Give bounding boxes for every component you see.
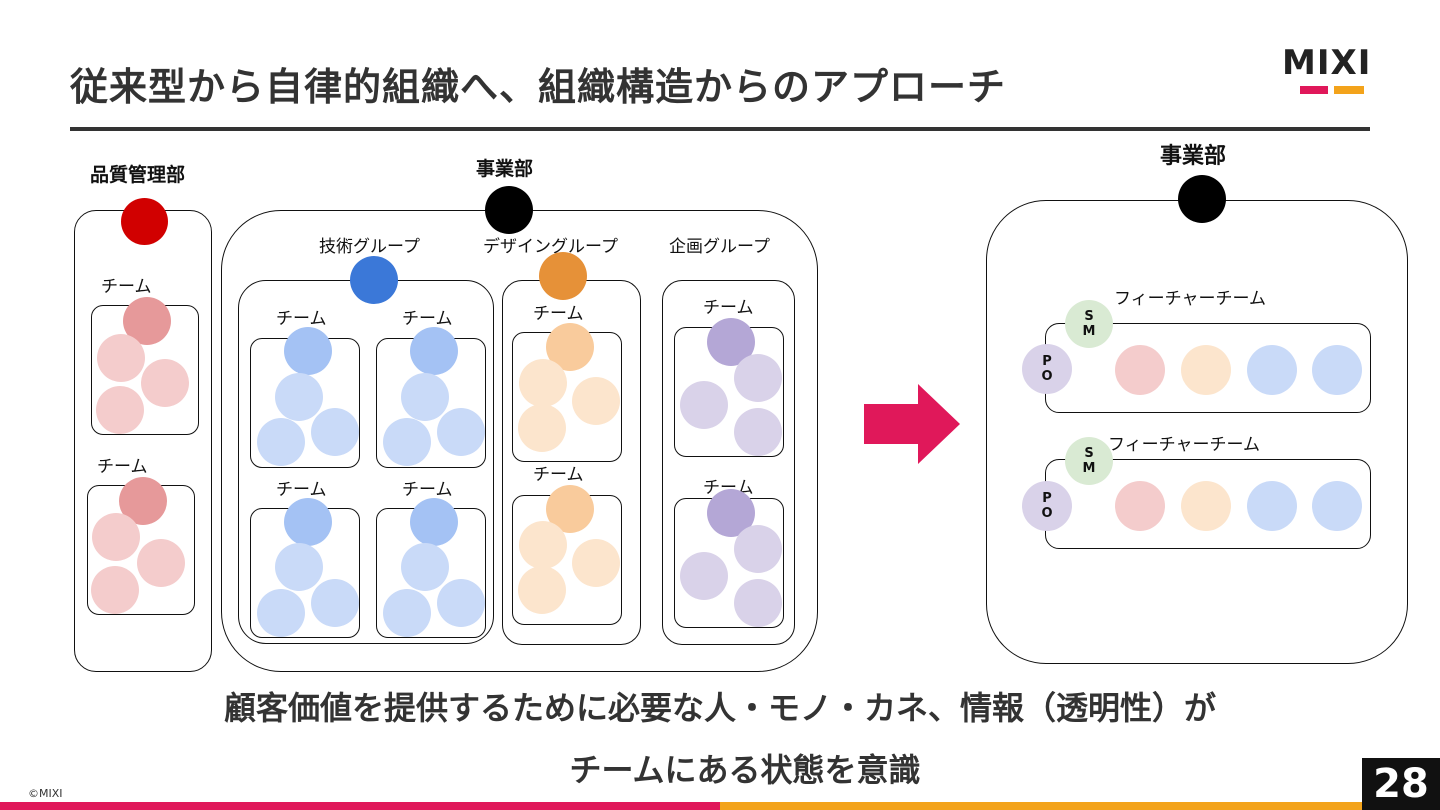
scrum-master-badge: S M	[1065, 300, 1113, 348]
team-member	[734, 408, 782, 456]
team-member	[137, 539, 185, 587]
sm-letter: S	[1084, 309, 1094, 324]
summary-line-1: 顧客価値を提供するために必要な人・モノ・カネ、情報（透明性）が	[223, 689, 1216, 727]
team-member	[275, 543, 323, 591]
team-member	[680, 552, 728, 600]
team-member	[519, 521, 567, 569]
tech-group-label: 技術グループ	[319, 237, 420, 257]
po-letter: P	[1042, 354, 1052, 369]
team-label: チーム	[402, 309, 453, 329]
team-member	[96, 386, 144, 434]
team-member	[311, 408, 359, 456]
team-member	[572, 377, 620, 425]
arrow-shape	[864, 384, 960, 464]
logo-bar-pink	[1300, 86, 1328, 94]
team-member	[518, 404, 566, 452]
design-group-node	[539, 252, 587, 300]
team-label: チーム	[97, 457, 148, 477]
feature-team-member	[1247, 345, 1297, 395]
design-group-label: デザイングループ	[483, 237, 618, 257]
team-label: チーム	[276, 309, 327, 329]
team-member	[275, 373, 323, 421]
feature-team-label: フィーチャーチーム	[1108, 435, 1260, 455]
quality-dept-label: 品質管理部	[90, 164, 186, 186]
mixi-logo: MIXI	[1282, 46, 1382, 96]
team-member	[437, 408, 485, 456]
feature-team-label: フィーチャーチーム	[1114, 289, 1266, 309]
team-lead-member	[410, 498, 458, 546]
team-member	[572, 539, 620, 587]
page-number: 28	[1362, 758, 1440, 810]
team-member	[141, 359, 189, 407]
copyright: ©MIXI	[28, 787, 63, 800]
team-label: チーム	[533, 465, 584, 485]
team-member	[91, 566, 139, 614]
team-label: チーム	[276, 480, 327, 500]
feature-team-member	[1115, 345, 1165, 395]
business-dept-label: 事業部	[476, 158, 534, 180]
team-member	[734, 354, 782, 402]
team-member	[734, 579, 782, 627]
team-lead-member	[410, 327, 458, 375]
quality-dept-node	[121, 198, 168, 245]
team-member	[401, 373, 449, 421]
team-member	[257, 589, 305, 637]
business-dept-node	[485, 186, 533, 234]
team-member	[518, 566, 566, 614]
team-label: チーム	[703, 298, 754, 318]
team-member	[734, 525, 782, 573]
product-owner-badge: P O	[1022, 481, 1072, 531]
team-member	[383, 418, 431, 466]
plan-group-box	[662, 280, 795, 645]
team-member	[97, 334, 145, 382]
team-member	[401, 543, 449, 591]
feature-team-member	[1247, 481, 1297, 531]
feature-team-member	[1181, 345, 1231, 395]
sm-letter: M	[1082, 324, 1096, 339]
team-member	[437, 579, 485, 627]
page-title: 従来型から自律的組織へ、組織構造からのアプローチ	[70, 65, 1007, 109]
feature-team-member	[1312, 345, 1362, 395]
feature-team-member	[1115, 481, 1165, 531]
team-label: チーム	[533, 304, 584, 324]
team-label: チーム	[402, 480, 453, 500]
product-owner-badge: P O	[1022, 344, 1072, 394]
team-member	[311, 579, 359, 627]
team-member	[92, 513, 140, 561]
feature-team-member	[1181, 481, 1231, 531]
team-member	[257, 418, 305, 466]
sm-letter: S	[1084, 446, 1094, 461]
footer-bar-pink	[0, 802, 720, 810]
team-member	[680, 381, 728, 429]
team-lead-member	[284, 498, 332, 546]
team-member	[383, 589, 431, 637]
feature-team-member	[1312, 481, 1362, 531]
title-rule	[70, 127, 1370, 131]
scrum-master-badge: S M	[1065, 437, 1113, 485]
plan-group-label: 企画グループ	[669, 237, 770, 257]
team-label: チーム	[101, 277, 152, 297]
logo-bar-orange	[1334, 86, 1364, 94]
logo-text: MIXI	[1282, 43, 1372, 83]
team-member	[519, 359, 567, 407]
tech-group-node	[350, 256, 398, 304]
sm-letter: M	[1082, 461, 1096, 476]
right-business-dept-label: 事業部	[1160, 144, 1227, 169]
footer-bar-orange	[720, 802, 1440, 810]
po-letter: P	[1042, 491, 1052, 506]
team-lead-member	[284, 327, 332, 375]
transition-arrow-icon	[864, 384, 960, 464]
right-business-dept-node	[1178, 175, 1226, 223]
summary-line-2: チームにある状態を意識	[569, 751, 921, 789]
po-letter: O	[1041, 506, 1053, 521]
po-letter: O	[1041, 369, 1053, 384]
